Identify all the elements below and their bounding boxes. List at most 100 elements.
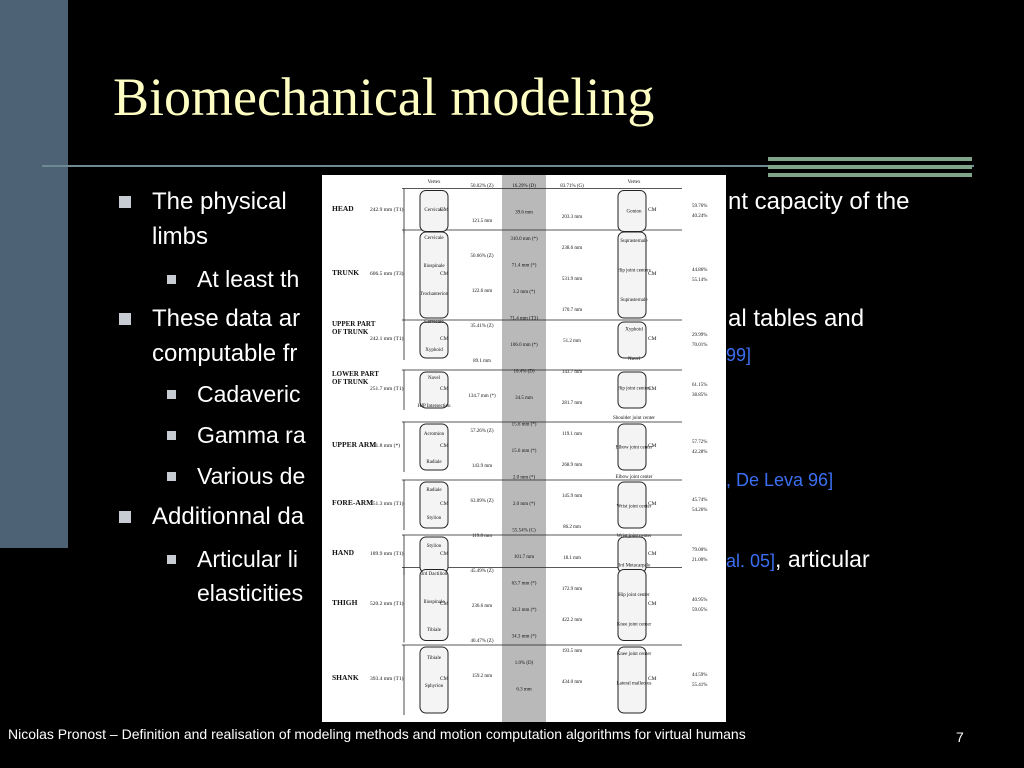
bullet-additionnal: Additionnal da [119,502,304,532]
segment-length-label: 189.9 mm (T1) [370,550,404,557]
left-landmark-label: Cervicale [424,236,444,241]
left-landmark-label: Cervicale [424,320,444,325]
right-body-segment [617,646,647,714]
center-of-mass-label: CM [648,501,657,507]
bullet-these-data-tail: al tables and [728,305,865,332]
right-percentage: 29.99% [692,333,707,338]
title-divider [42,165,974,167]
left-landmark-label: Navel [428,376,441,381]
left-percentage-value: 57.26% (Z) [470,429,493,434]
left-landmark-label: Cervicale [424,208,444,213]
segment-length-label: 606.5 mm (T3) [370,270,404,277]
right-measure-value: 51.2 mm [563,339,581,344]
right-measure-value: 143.7 mm [562,370,582,375]
page-number: 7 [956,729,964,745]
right-measure-value: 238.6 mm [562,246,582,251]
footer-credit: Nicolas Pronost – Definition and realisa… [8,726,746,742]
center-of-mass-label: CM [440,336,449,342]
center-measure-band [502,175,546,722]
right-measure-value: 203.3 mm [562,215,582,220]
left-percentage-value: 119.8 mm [472,534,492,539]
square-bullet-icon [167,555,176,564]
center-measure-value: 15.6 mm (*) [512,423,537,428]
segment-length-label: 242.1 mm (T1) [370,335,404,342]
center-measure-value: 34.5 mm [515,396,533,401]
citation-99: 99] [726,345,752,365]
right-percentage: 54.26% [692,508,707,513]
left-landmark-label: Acromion [424,432,445,437]
center-of-mass-label: CM [440,676,449,682]
center-measure-value: 10.4% (D) [513,370,534,375]
left-percentage-value: 236.6 mm [472,604,492,609]
left-body-segment [419,321,449,359]
left-body-segment [419,231,449,319]
subbullet-articular: Articular li [167,544,298,574]
right-body-segment [617,371,647,409]
slide-title: Biomechanical modeling [113,67,655,127]
bullet-these-data: These data ar [119,304,300,334]
left-percentage-value: 159.2 mm [472,674,492,679]
center-of-mass-label: CM [648,443,657,449]
bullet-physical-parameters-tail: nt capacity of the [728,188,910,215]
center-measure-value: 34.3 mm (*) [512,635,537,640]
subbullet-cadaveric: Cadaveric [167,379,301,409]
bullet-physical-parameters-line2: limbs [152,223,209,250]
subbullet-articular-line2: elasticities [197,580,304,606]
center-of-mass-label: CM [648,207,657,213]
right-landmark-label: Lateral malleolus [617,682,652,687]
right-percentage: 55.41% [692,683,707,688]
left-body-segment [419,481,449,529]
citation-de-leva: , De Leva 96] [726,470,834,490]
left-percentage-value: 50.66% (Z) [470,254,493,259]
right-percentage: 40.95% [692,598,707,603]
right-percentage: 55.14% [692,278,707,283]
right-landmark-label: Wrist joint center [617,505,652,510]
right-percentage: 59.76% [692,204,707,209]
right-landmark-label: Knee joint center [617,652,652,657]
center-of-mass-label: CM [648,551,657,557]
center-measure-value: 3.2 mm (*) [513,290,536,295]
center-measure-value: 39.6 mm [515,211,533,216]
segment-label: OF TRUNK [332,378,369,386]
center-of-mass-label: CM [648,336,657,342]
bullet-physical-parameters: The physical [119,187,287,217]
left-landmark-label: Xyphoid [425,348,443,353]
center-of-mass-label: CM [440,443,449,449]
left-landmark-label: Radiale [426,460,442,465]
right-measure-value: 422.2 mm [562,618,582,623]
segment-label: LOWER PART [332,370,379,378]
left-landmark-label: 3rd Dactilion [421,572,448,577]
center-measure-value: 6.3 mm [516,688,531,693]
square-bullet-icon [167,472,176,481]
right-landmark-label: Xyphoid [625,328,643,333]
segment-label: THIGH [332,598,358,607]
left-landmark-label: Vertex [427,180,441,185]
right-landmark-label: Navel [628,357,641,362]
center-measure-value: 16.29% (D) [512,184,536,189]
right-body-segment [617,481,647,529]
segment-length-label: 393.4 mm (T1) [370,675,404,682]
segment-length-label: 520.2 mm (T1) [370,600,404,607]
segment-label: HAND [332,548,355,557]
right-landmark-label: Elbow joint center [616,475,653,480]
center-of-mass-label: CM [648,676,657,682]
right-percentage: 44.59% [692,673,707,678]
left-percentage-value: 122.6 mm [472,289,492,294]
subbullet-articular-tail: al. 05], articular [726,546,870,572]
subbullet-various: Various de [167,461,305,491]
right-measure-value: 172.9 mm [562,587,582,592]
center-measure-value: 71.4 mm (*) [512,264,537,269]
right-measure-value: 281.7 mm [562,401,582,406]
left-landmark-label: HJP Intersection [417,404,451,409]
right-landmark-label: Knee joint center [617,623,652,628]
right-measure-value: 86.2 mm [563,525,581,530]
title-accent-block [768,157,972,177]
segment-label: OF TRUNK [332,328,369,336]
center-measure-value: 2.0 mm (*) [513,476,536,481]
segment-label: UPPER ARM [332,440,376,449]
center-measure-value: 34.3 mm (*) [512,608,537,613]
right-body-segment [617,321,647,359]
right-landmark-label: Wrist joint center [617,534,652,539]
